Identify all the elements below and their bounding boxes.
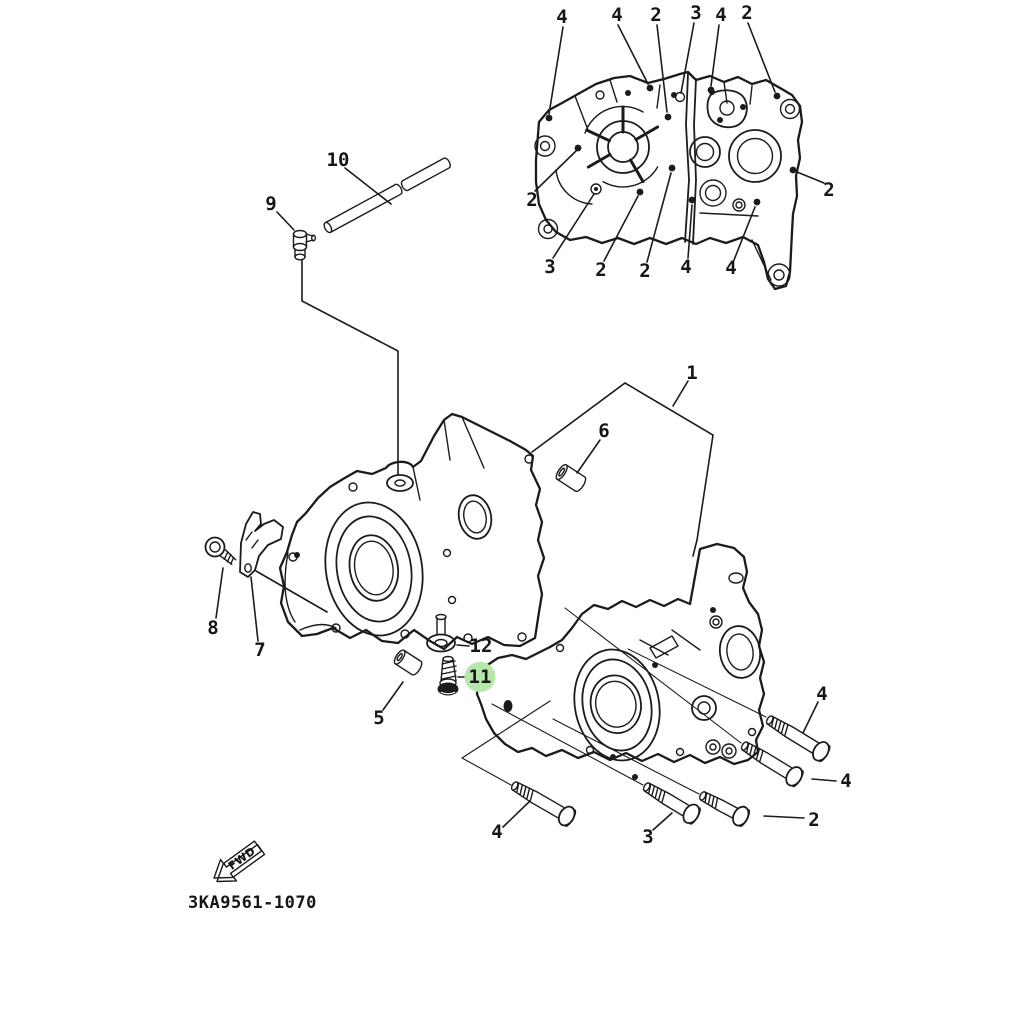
stud-dot — [717, 117, 723, 123]
bolt-part-4-upper-right — [765, 715, 831, 763]
bolt-axis-lines — [461, 607, 767, 795]
dowel-part-5 — [393, 649, 423, 676]
crank-boss-arcs — [584, 105, 659, 188]
case-seam-lines — [684, 72, 697, 245]
left-half-ribs — [284, 416, 485, 631]
small-ring — [732, 198, 746, 212]
gasket-washer-part-12 — [426, 633, 456, 653]
drawing-number: 3KA9561-1070 — [188, 893, 317, 913]
callout-12: 12 — [470, 635, 493, 657]
highlight-circle-part-11 — [464, 662, 496, 692]
flange-holes — [288, 454, 534, 643]
callout-1: 1 — [686, 362, 697, 384]
bolt-part-2 — [699, 791, 751, 828]
drain-port — [435, 613, 447, 621]
callout-4-topview-5: 4 — [725, 257, 736, 279]
small-ring-hole — [735, 201, 743, 209]
crankcase-top-view — [534, 70, 804, 291]
callout-3-bolt: 3 — [642, 826, 653, 848]
top-rib-lines — [574, 79, 759, 217]
shaft-bore-ring — [689, 136, 721, 168]
crank-web-spokes — [585, 105, 660, 184]
drain-bolt-part-11 — [437, 655, 459, 696]
top-view-outline — [534, 70, 804, 291]
leader-lines — [215, 22, 837, 831]
bolt-part-4-mid-right — [740, 741, 804, 788]
callout-11-highlighted: 11 — [469, 666, 492, 688]
bracket-part-7 — [239, 511, 284, 578]
fwd-arrow: FWD — [213, 840, 266, 883]
dowel-part-6 — [555, 464, 587, 493]
callout-2-topview-1: 2 — [650, 4, 661, 26]
arm-hole — [503, 700, 513, 712]
callout-4-topview-2: 4 — [611, 4, 622, 26]
bolt-point-dots — [545, 84, 797, 206]
callout-4-bolt-1: 4 — [816, 683, 827, 705]
breather-joint-part-9 — [292, 229, 317, 261]
mount-lugs — [705, 739, 737, 759]
callout-10: 10 — [327, 149, 350, 171]
callout-7: 7 — [254, 639, 265, 661]
fwd-label: FWD — [226, 844, 258, 872]
oil-seal-ring — [699, 179, 727, 207]
shaft-hole-ring — [691, 695, 717, 721]
callout-6: 6 — [598, 420, 609, 442]
callout-2-topview-4: 2 — [595, 259, 606, 281]
side-opening — [457, 494, 493, 540]
callout-4-bolt-3: 4 — [491, 821, 502, 843]
callout-4-bolt-2: 4 — [840, 770, 851, 792]
bolt-part-4-lower-left — [510, 781, 577, 828]
clutch-bore-ring — [728, 129, 782, 183]
callout-3-topview-2: 3 — [544, 256, 555, 278]
crank-seal-bore — [718, 625, 762, 679]
callout-5: 5 — [373, 707, 384, 729]
crank-bore-hole — [607, 131, 639, 163]
right-half-holes — [555, 643, 757, 780]
bracket-extension-rib — [751, 239, 772, 281]
callout-4-topview-3: 4 — [715, 4, 726, 26]
callout-2-bolt: 2 — [808, 809, 819, 831]
left-crankcase-half — [278, 412, 546, 651]
main-bearing-bore-right — [573, 648, 661, 762]
screw-part-8 — [204, 536, 237, 565]
flywheel-arc — [555, 169, 593, 205]
breather-boss — [386, 474, 414, 492]
upper-boss-details — [709, 572, 744, 629]
callout-2-topview-6: 2 — [823, 179, 834, 201]
callout-3-topview-1: 3 — [690, 2, 701, 24]
breather-pipe-part-10 — [323, 157, 451, 234]
shaft-hole — [697, 701, 711, 715]
main-bearing-bore — [324, 501, 424, 637]
bolt-part-3 — [642, 782, 701, 825]
callout-2-topview-2: 2 — [741, 2, 752, 24]
callout-8: 8 — [207, 617, 218, 639]
breather-hole — [394, 479, 406, 487]
callout-4-topview-1: 4 — [556, 6, 567, 28]
callout-9: 9 — [265, 193, 276, 215]
callout-2-topview-5: 2 — [639, 260, 650, 282]
right-half-ribs — [639, 629, 701, 659]
oil-seal-hole — [704, 184, 722, 202]
left-half-outline — [278, 412, 546, 651]
clutch-bore-hole — [736, 137, 774, 175]
right-crankcase-half — [461, 542, 767, 795]
callout-4-topview-4: 4 — [680, 256, 691, 278]
callout-labels: 4 4 2 3 4 2 2 3 2 2 4 4 2 10 9 1 6 8 7 5… — [207, 2, 851, 848]
drain-stem — [436, 617, 446, 635]
oil-pump-center — [719, 100, 735, 116]
stud-dot — [740, 104, 746, 110]
callout-2-topview-3: 2 — [526, 189, 537, 211]
joint-to-case-line — [301, 259, 399, 475]
oil-pump-cover — [706, 89, 748, 129]
shaft-bore-hole — [695, 142, 715, 162]
leader-part-1 — [531, 380, 714, 557]
corner-bosses — [534, 90, 801, 287]
